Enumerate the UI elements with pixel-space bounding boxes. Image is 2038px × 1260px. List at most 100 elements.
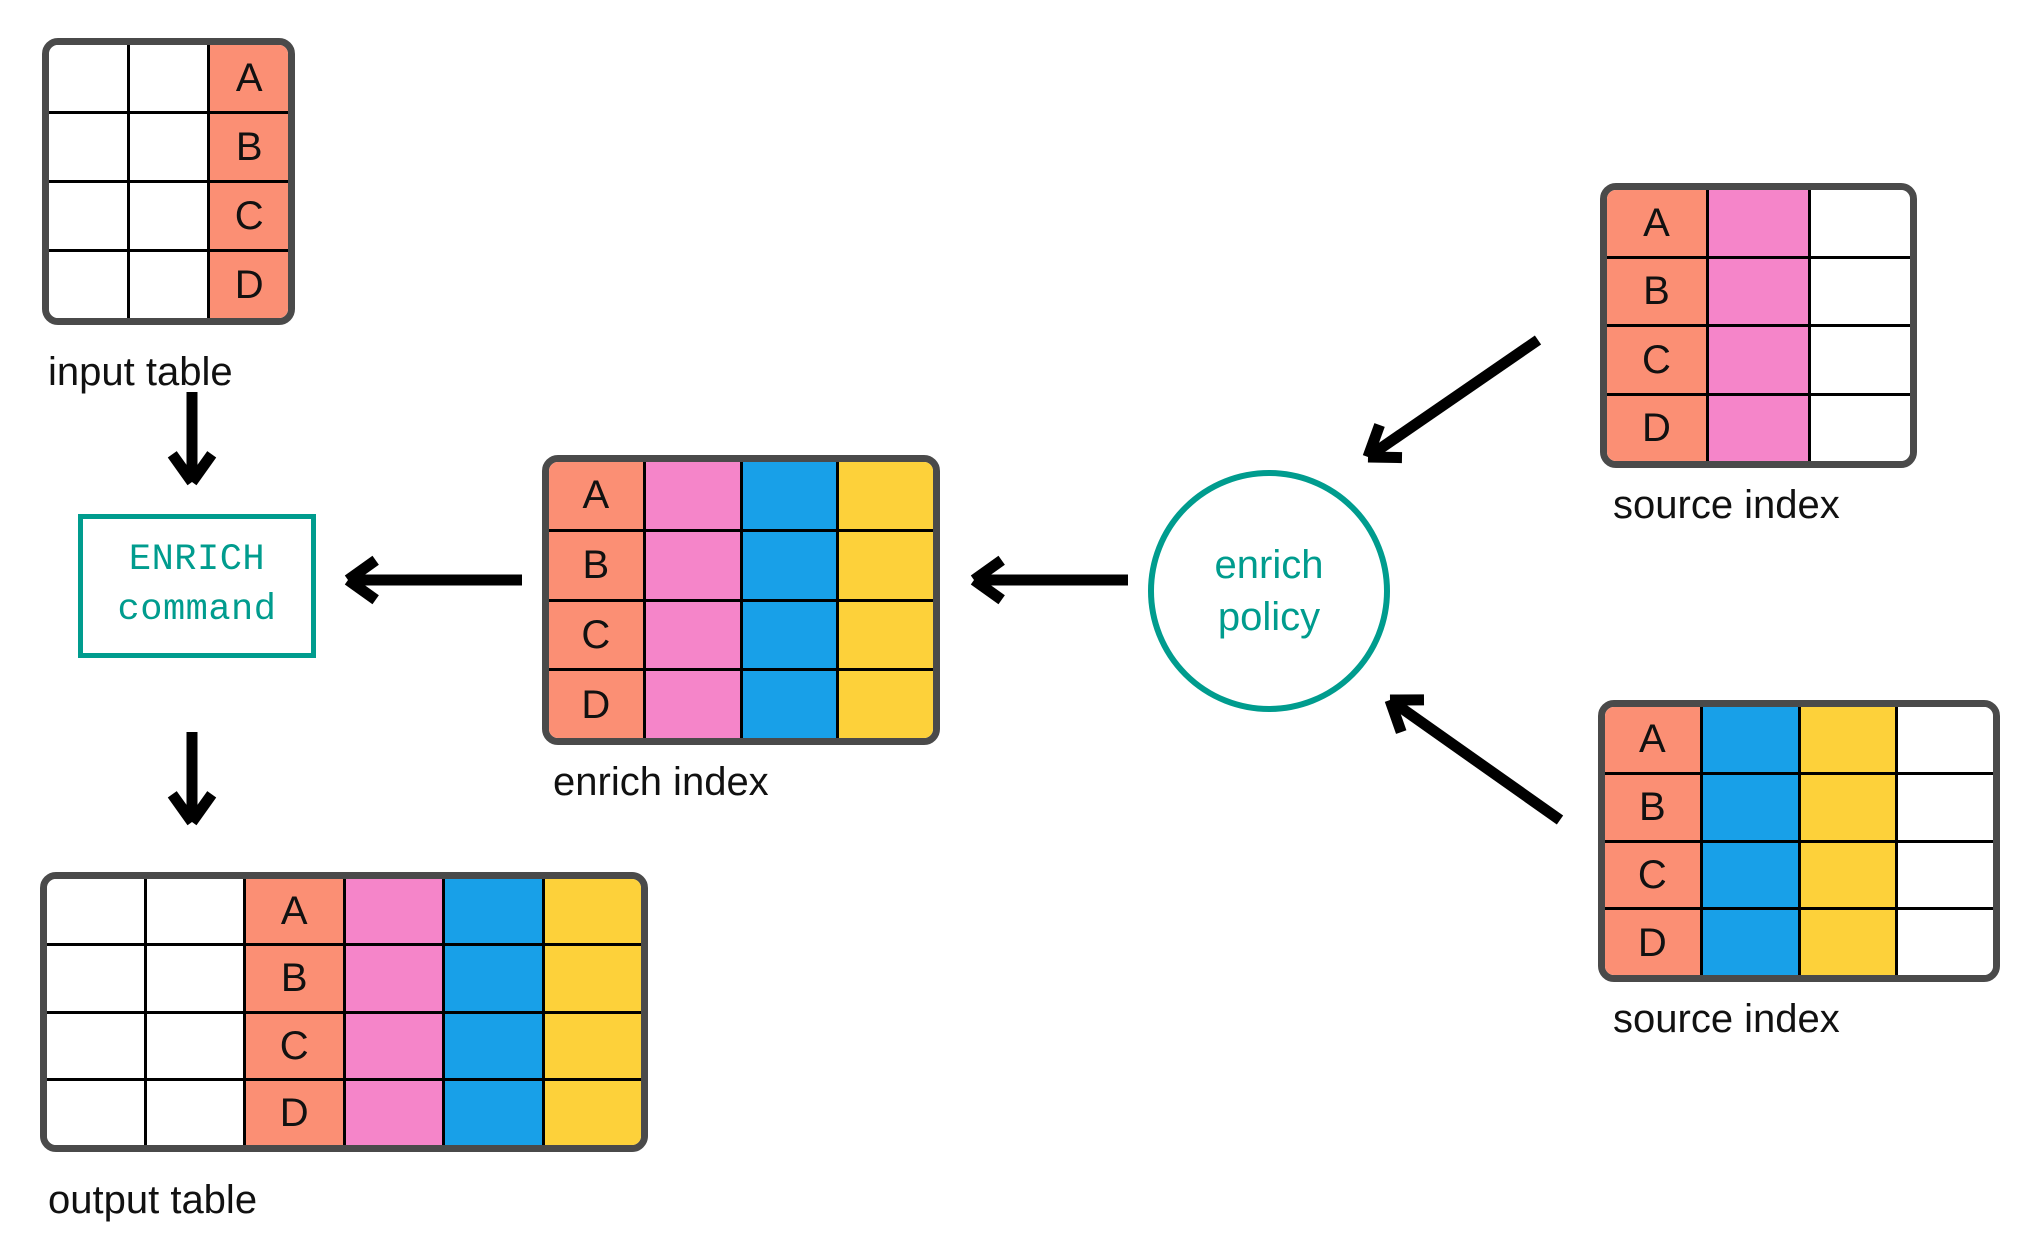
enrich-policy-line-1: enrich: [1214, 543, 1324, 587]
enrich-index-cell: C: [549, 601, 643, 669]
source-index-top-cell: [1706, 395, 1808, 461]
output-table-cell: [143, 946, 243, 1011]
enrich-index-cell: [642, 671, 740, 738]
source-index-top-cell: [1808, 190, 1910, 256]
enrich-index-caption: enrich index: [553, 760, 769, 804]
source-index-top-cell: A: [1607, 190, 1706, 256]
source-index-bottom-cell: B: [1605, 774, 1700, 840]
input-table-cell: C: [207, 183, 288, 249]
enrich-policy-line-2: policy: [1217, 595, 1321, 639]
input-table-cell: [49, 114, 127, 180]
source-index-bottom-cell: [1699, 842, 1798, 908]
output-table-cell: [143, 1080, 243, 1145]
arrow-enrich-index-to-command: [344, 555, 522, 605]
source-index-bottom-cell: [1699, 910, 1798, 975]
input-table-cell: [49, 45, 127, 111]
source-index-top-cell: [1808, 395, 1910, 461]
enrich-index-cell: [739, 671, 837, 738]
input-table-caption: input table: [48, 350, 233, 394]
output-table-cell: [541, 1013, 641, 1078]
arrow-policy-to-enrich-index: [970, 555, 1128, 605]
output-table-cell: [442, 1080, 542, 1145]
input-table-row: C: [49, 180, 288, 249]
input-table-row: B: [49, 111, 288, 180]
output-table-cell: [47, 1013, 144, 1078]
output-table-cell: A: [243, 879, 343, 944]
output-table-cell: [442, 879, 542, 944]
arrow-source-top-to-policy: [1362, 335, 1542, 464]
output-table-cell: [47, 879, 144, 944]
source-index-bottom-cell: D: [1605, 910, 1700, 975]
enrich-index-cell: [642, 462, 740, 529]
output-table-row: A: [47, 879, 641, 944]
output-table-cell: [47, 1080, 144, 1145]
output-table-cell: [143, 879, 243, 944]
output-table-row: D: [47, 1077, 641, 1145]
output-table-cell: [442, 1013, 542, 1078]
arrow-source-bottom-to-policy: [1384, 694, 1564, 825]
output-table-cell: [342, 946, 442, 1011]
source-index-top-cell: C: [1607, 327, 1706, 393]
source-index-top-cell: [1706, 327, 1808, 393]
enrich-policy-circle[interactable]: enrich policy: [1148, 470, 1390, 712]
enrich-index-row: B: [549, 528, 933, 599]
source-index-bottom-row: B: [1605, 771, 1993, 840]
source-index-top-caption: source index: [1613, 483, 1840, 527]
enrich-index-cell: A: [549, 462, 643, 529]
source-index-bottom-cell: [1797, 707, 1896, 772]
arrow-input-to-command: [167, 392, 217, 486]
enrich-index-cell: [739, 531, 837, 599]
output-table-row: B: [47, 943, 641, 1011]
source-index-top-row: B: [1607, 255, 1910, 324]
input-table-cell: [49, 183, 127, 249]
source-index-top-cell: [1706, 190, 1808, 256]
enrich-index-cell: D: [549, 671, 643, 738]
source-index-bottom-cell: A: [1605, 707, 1700, 772]
enrich-index-row: A: [549, 462, 933, 529]
source-index-top-row: D: [1607, 392, 1910, 461]
enrich-index-cell: [836, 531, 933, 599]
source-index-top-row: C: [1607, 324, 1910, 393]
output-table-cell: [541, 946, 641, 1011]
source-index-bottom-row: D: [1605, 907, 1993, 975]
source-index-bottom-cell: [1895, 707, 1993, 772]
source-index-top-cell: [1808, 327, 1910, 393]
enrich-command-line-1: ENRICH: [128, 539, 266, 582]
output-table-cell: [47, 946, 144, 1011]
enrich-index-cell: [739, 601, 837, 669]
enrich-command-box[interactable]: ENRICH command: [78, 514, 316, 658]
source-index-top-cell: [1706, 258, 1808, 324]
output-table-row: C: [47, 1010, 641, 1078]
enrich-index-cell: [836, 601, 933, 669]
source-index-bottom-cell: [1895, 842, 1993, 908]
output-table-cell: [541, 1080, 641, 1145]
source-index-bottom-cell: [1699, 774, 1798, 840]
output-table-cell: B: [243, 946, 343, 1011]
output-table-cell: [342, 879, 442, 944]
source-index-bottom-cell: [1797, 910, 1896, 975]
output-table-cell: [342, 1080, 442, 1145]
source-index-top-cell: D: [1607, 395, 1706, 461]
enrich-index-row: D: [549, 668, 933, 738]
output-table-cell: [442, 946, 542, 1011]
input-table-cell: [126, 114, 208, 180]
enrich-index-row: C: [549, 598, 933, 669]
input-table-cell: B: [207, 114, 288, 180]
enrich-index-cell: [836, 671, 933, 738]
source-index-bottom-cell: [1895, 910, 1993, 975]
arrow-command-to-output: [167, 732, 217, 826]
input-table-cell: [126, 183, 208, 249]
output-table-cell: D: [243, 1080, 343, 1145]
output-table-caption: output table: [48, 1178, 258, 1222]
output-table-cell: C: [243, 1013, 343, 1078]
enrich-index-cell: [642, 531, 740, 599]
source-index-bottom-cell: [1797, 842, 1896, 908]
input-table-row: A: [49, 45, 288, 111]
input-table-cell: [126, 252, 208, 318]
enrich-command-line-2: command: [117, 589, 277, 631]
